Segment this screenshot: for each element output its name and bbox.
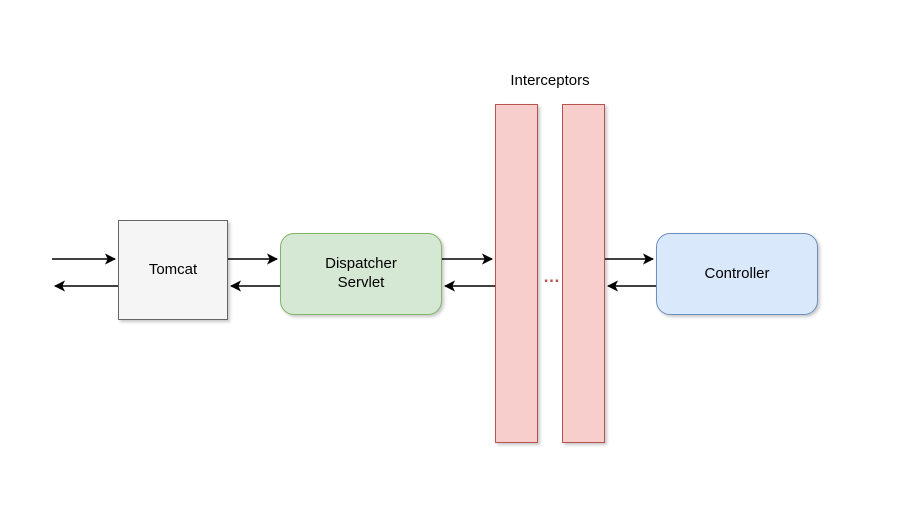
node-tomcat[interactable]: Tomcat <box>118 220 228 320</box>
node-tomcat-label: Tomcat <box>148 260 198 278</box>
ellipsis-label: … <box>543 267 561 286</box>
node-controller[interactable]: Controller <box>656 233 818 315</box>
interceptor-bar-2[interactable] <box>562 104 605 443</box>
node-controller-label: Controller <box>704 264 770 282</box>
node-dispatcher-servlet[interactable]: Dispatcher Servlet <box>280 233 442 315</box>
node-dispatcher-servlet-label: Dispatcher Servlet <box>325 255 397 291</box>
interceptors-label: Interceptors <box>510 72 590 89</box>
interceptor-bar-1[interactable] <box>495 104 538 443</box>
